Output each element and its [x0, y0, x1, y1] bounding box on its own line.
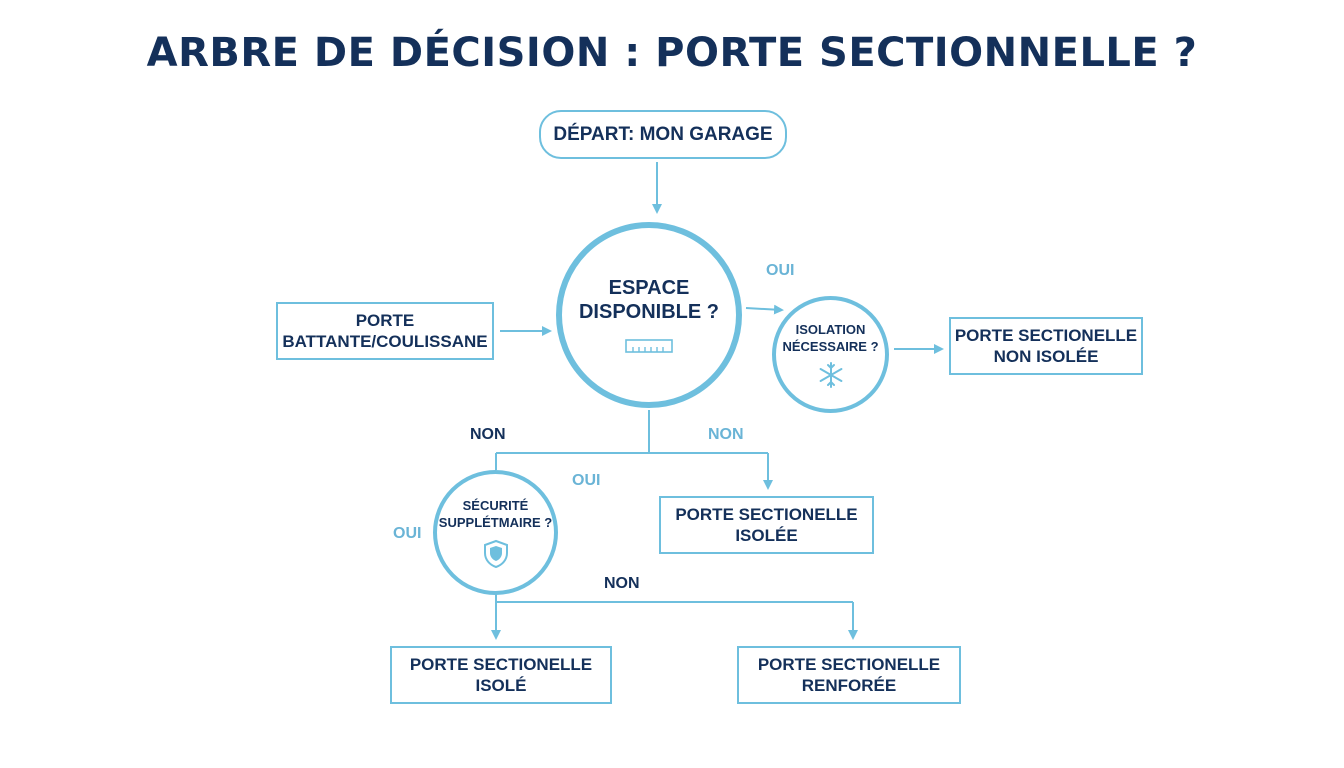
label-non-mid: NON — [708, 426, 744, 443]
non-isolee-line1: PORTE SECTIONELLE — [954, 326, 1138, 345]
espace-line2: DISPONIBLE ? — [578, 301, 719, 323]
start-node-label: DÉPART: MON GARAGE — [553, 124, 773, 145]
porte-non-isolee-box: PORTE SECTIONELLE NON ISOLÉE — [949, 317, 1143, 375]
isole-left-line1: PORTE SECTIONELLE — [409, 655, 593, 674]
porte-battante-box: PORTE BATTANTE/COULISSANE — [276, 302, 494, 360]
securite-node: SÉCURITÉ SUPPLÉTMAIRE ? — [433, 470, 558, 595]
porte-isolee-box: PORTE SECTIONELLE ISOLÉE — [659, 496, 874, 554]
label-non-bottom: NON — [604, 575, 640, 592]
isole-left-line2: ISOLÉ — [475, 676, 527, 695]
porte-isole-box: PORTE SECTIONELLE ISOLÉ — [390, 646, 612, 704]
label-non-left: NON — [470, 426, 506, 443]
isolation-node: ISOLATION NÉCESSAIRE ? — [772, 296, 889, 413]
snowflake-icon — [819, 361, 842, 388]
label-oui-top: OUI — [766, 262, 795, 279]
page-title: ARBRE DE DÉCISION : PORTE SECTIONNELLE ? — [146, 30, 1198, 76]
renforee-line2: RENFORÉE — [801, 676, 897, 695]
securite-line2: SUPPLÉTMAIRE ? — [438, 514, 553, 530]
arrow-espace-to-isolation — [745, 304, 784, 315]
espace-disponible-node: ESPACE DISPONIBLE ? — [556, 222, 742, 408]
isolee-right-line1: PORTE SECTIONELLE — [675, 505, 858, 524]
porte-renforee-box: PORTE SECTIONELLE RENFORÉE — [737, 646, 961, 704]
isolation-line1: ISOLATION — [795, 321, 866, 337]
non-isolee-line2: NON ISOLÉE — [993, 347, 1099, 366]
espace-line1: ESPACE — [608, 277, 690, 299]
label-oui-left: OUI — [393, 525, 422, 542]
securite-line1: SÉCURITÉ — [462, 497, 529, 513]
ruler-icon — [625, 339, 673, 353]
shield-icon — [483, 539, 508, 568]
battante-line2: BATTANTE/COULISSANE — [282, 332, 488, 351]
label-oui-mid: OUI — [572, 472, 601, 489]
isolation-line2: NÉCESSAIRE ? — [782, 338, 879, 354]
isolee-right-line2: ISOLÉE — [735, 526, 798, 545]
battante-line1: PORTE — [355, 311, 415, 330]
renforee-line1: PORTE SECTIONELLE — [757, 655, 941, 674]
start-node: DÉPART: MON GARAGE — [539, 110, 787, 159]
